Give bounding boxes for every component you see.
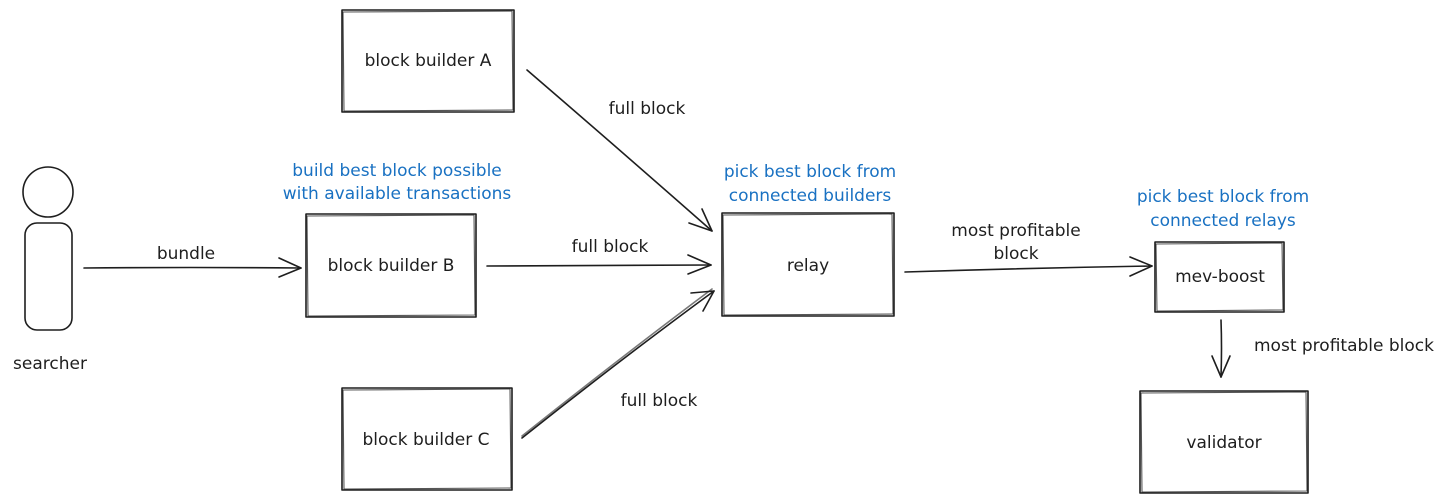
- most-profitable-block-edge-label: most profitable block: [1254, 336, 1434, 356]
- builder-note-line2: with available transactions: [283, 184, 512, 204]
- relay-to-mev-boost-arrow: [904, 256, 1153, 277]
- builder-a-to-relay-arrow: [526, 69, 713, 232]
- validator-label: validator: [1186, 433, 1261, 453]
- mev-boost-to-validator-arrow: [1211, 319, 1231, 378]
- mev-boost-box: [1154, 241, 1285, 313]
- relay-box: [721, 212, 895, 317]
- searcher-label: searcher: [13, 354, 87, 374]
- searcher-head-icon: [22, 166, 74, 218]
- searcher-body-icon: [24, 222, 73, 331]
- searcher-actor: searcher: [13, 166, 87, 374]
- builder-c-box-sketch: [342, 388, 512, 490]
- builder-b-to-relay-arrow: [486, 254, 712, 275]
- builder-b-node: block builder B: [305, 213, 477, 318]
- builder-a-box-sketch: [342, 10, 514, 112]
- builder-c-label: block builder C: [362, 430, 489, 450]
- builder-a-node: block builder A: [341, 9, 515, 113]
- mev-boost-label: mev-boost: [1175, 267, 1265, 287]
- builder-c-box: [341, 387, 513, 491]
- builder-b-box: [305, 213, 477, 318]
- builder-a-label: block builder A: [365, 51, 492, 71]
- relay-node: relay: [721, 212, 895, 317]
- full-block-b-edge-label: full block: [572, 237, 649, 257]
- bundle-edge-label: bundle: [157, 244, 215, 264]
- builder-b-box-sketch: [306, 214, 476, 317]
- relay-label: relay: [787, 256, 829, 276]
- searcher-to-builder-b-arrow: [83, 257, 302, 278]
- relay-note-line1: pick best block from: [724, 162, 896, 182]
- full-block-c-edge-label: full block: [621, 391, 698, 411]
- mev-note-line2: connected relays: [1150, 211, 1296, 231]
- validator-node: validator: [1139, 390, 1309, 494]
- builder-a-box: [341, 9, 515, 113]
- validator-box: [1139, 390, 1309, 494]
- full-block-a-edge-label: full block: [609, 99, 686, 119]
- builder-c-node: block builder C: [341, 387, 513, 491]
- builder-note-line1: build best block possible: [292, 161, 502, 181]
- mev-boost-box-sketch: [1155, 242, 1284, 312]
- most-profitable-edge-label-line2: block: [993, 244, 1038, 264]
- mev-note-line1: pick best block from: [1137, 187, 1309, 207]
- validator-box-sketch: [1140, 391, 1308, 493]
- builder-b-label: block builder B: [328, 256, 455, 276]
- most-profitable-edge-label-line1: most profitable: [951, 221, 1080, 241]
- mev-boost-node: mev-boost: [1154, 241, 1285, 313]
- relay-box-sketch: [722, 213, 894, 316]
- builder-c-to-relay-arrow: [521, 288, 715, 439]
- relay-note-line2: connected builders: [729, 186, 892, 206]
